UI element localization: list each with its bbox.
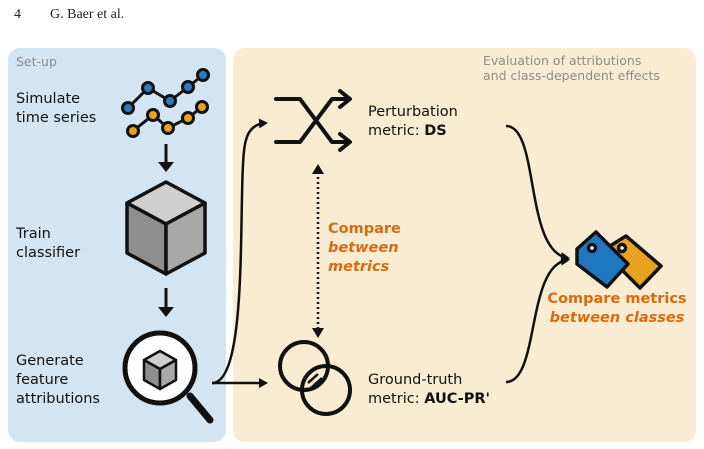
magnifier-icon	[122, 330, 214, 424]
step-line: attributions	[16, 391, 100, 407]
step-generate-label: Generate feature attributions	[16, 352, 100, 409]
metric-line: Ground-truth	[368, 372, 463, 388]
perturbation-metric-label: Perturbation metric: DS	[368, 103, 458, 141]
cube-icon	[125, 180, 207, 276]
step-train-label: Train classifier	[16, 225, 80, 263]
down-arrow-icon	[158, 144, 174, 172]
title-line: and class-dependent effects	[483, 68, 660, 83]
setup-title: Set-up	[16, 54, 57, 69]
step-line: classifier	[16, 245, 81, 261]
metric-name: AUC-PR'	[424, 391, 490, 407]
flow-arrow	[505, 124, 570, 262]
overlap-circles-icon	[278, 340, 352, 416]
step-line: Simulate	[16, 91, 81, 107]
flow-arrow	[505, 255, 570, 384]
down-arrow-icon	[158, 288, 174, 317]
compare-line: Compare metrics	[547, 291, 687, 307]
metric-line: Perturbation	[368, 104, 458, 120]
metric-prefix: metric:	[368, 123, 425, 139]
step-simulate-label: Simulate time series	[16, 90, 96, 128]
step-line: Generate	[16, 353, 84, 369]
title-line: Evaluation of attributions	[483, 53, 642, 68]
compare-between-classes-label: Compare metrics between classes	[542, 290, 692, 328]
compare-line: between	[328, 240, 399, 256]
metric-prefix: metric:	[368, 391, 425, 407]
ground-truth-metric-label: Ground-truth metric: AUC-PR'	[368, 371, 490, 409]
time-series-icon	[121, 68, 210, 138]
compare-line: Compare	[328, 221, 401, 237]
evaluation-title: Evaluation of attributions and class-dep…	[483, 53, 660, 83]
compare-line: metrics	[328, 259, 390, 275]
step-line: Train	[16, 226, 51, 242]
author-line: G. Baer et al.	[50, 7, 125, 22]
compare-between-metrics-label: Compare between metrics	[328, 220, 401, 277]
tags-icon	[575, 230, 663, 290]
shuffle-icon	[274, 89, 352, 152]
metric-name: DS	[424, 123, 447, 139]
step-line: time series	[16, 110, 97, 126]
flow-arrow	[211, 118, 268, 385]
compare-dotted-arrow	[312, 164, 324, 338]
step-line: feature	[16, 372, 69, 388]
compare-line: between classes	[549, 310, 685, 326]
page-number: 4	[14, 7, 21, 22]
page-header: 4 G. Baer et al.	[14, 7, 124, 23]
